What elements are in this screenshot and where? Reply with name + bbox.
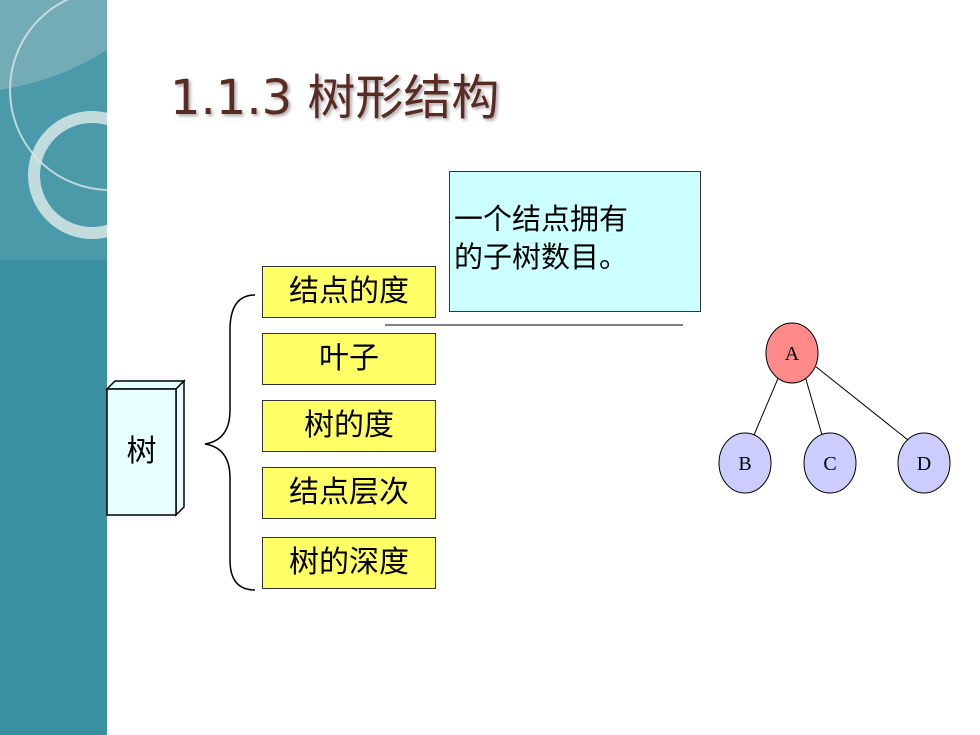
- root-label: 树: [126, 434, 157, 469]
- brace: [204, 294, 256, 591]
- item-tree-depth: 树的深度: [262, 537, 436, 589]
- item-tree-degree: 树的度: [262, 400, 436, 452]
- item-node-degree: 结点的度: [262, 266, 436, 318]
- item-leaf: 叶子: [262, 333, 436, 385]
- callout-line-1: 一个结点拥有: [454, 202, 629, 236]
- svg-text:A: A: [785, 343, 800, 365]
- tree-node-b: B: [718, 432, 772, 494]
- svg-text:B: B: [738, 453, 751, 475]
- tree-node-c: C: [803, 432, 857, 494]
- svg-text:D: D: [917, 453, 931, 475]
- tree-example: A B C D: [718, 322, 951, 494]
- svg-text:C: C: [823, 453, 836, 475]
- sidebar-decoration: [0, 0, 107, 735]
- callout-line-2: 的子树数目。: [454, 240, 629, 274]
- slide-title: 1.1.3 树形结构: [170, 70, 500, 126]
- definition-callout: 一个结点拥有 的子树数目。: [449, 171, 701, 312]
- root-box: [105, 379, 186, 517]
- tree-node-a: A: [765, 322, 819, 384]
- item-node-level: 结点层次: [262, 467, 436, 519]
- tree-node-d: D: [897, 432, 951, 494]
